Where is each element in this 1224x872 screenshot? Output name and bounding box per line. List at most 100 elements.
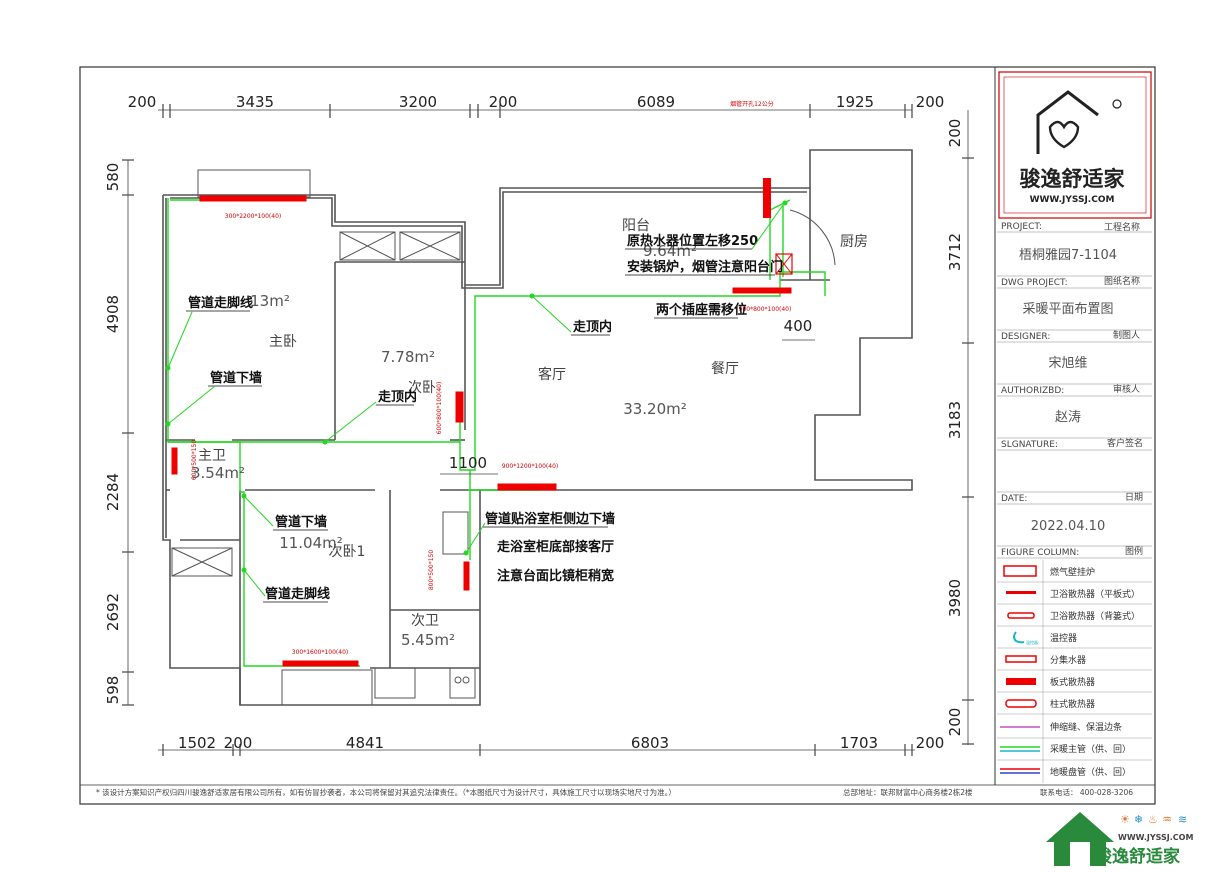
radiator-master xyxy=(199,195,307,202)
dimension-lines xyxy=(127,109,969,751)
flat-towel-rail-legend-icon xyxy=(1006,591,1036,594)
dwg-value: 采暖平面布置图 xyxy=(1022,302,1113,317)
top-note: 烟管开孔12公分 xyxy=(730,100,774,108)
thermostat-legend-icon xyxy=(1013,631,1025,644)
logo-text: 骏逸舒适家 xyxy=(1020,167,1126,191)
signature-sub: 客户签名 xyxy=(1107,437,1143,449)
note-12: 注意台面比镜柜稍宽 xyxy=(497,568,614,584)
date-sub: 日期 xyxy=(1125,492,1143,503)
radiator-label-6: 800*500*150 xyxy=(428,550,435,591)
project-sub: 工程名称 xyxy=(1104,221,1140,233)
dim-bottom-5: 200 xyxy=(916,734,945,752)
legend-item-1: 卫浴散热器（平板式） xyxy=(1050,588,1140,600)
second-bath-area: 5.45m² xyxy=(401,631,455,649)
balcony: 阳台 xyxy=(622,218,650,234)
top-dimensions: 200 3435 3200 200 6089 1925 200 xyxy=(128,93,945,111)
logo-url: WWW.JYSSJ.COM xyxy=(1030,195,1115,205)
living-room: 客厅 xyxy=(538,366,566,383)
dim-bottom-0: 1502 xyxy=(178,734,216,752)
master-bath-area: 3.54m² xyxy=(191,464,245,482)
designer-label: DESIGNER: xyxy=(1001,332,1050,342)
dim-bottom-2: 4841 xyxy=(346,734,384,752)
note-4: 走顶内 xyxy=(573,319,612,335)
legend-item-4: 分集水器 xyxy=(1050,654,1086,666)
note-11: 走浴室柜底部接客厅 xyxy=(497,539,614,555)
dim-left-3: 2692 xyxy=(104,593,122,631)
right-dimensions: 200 3712 3183 3980 200 xyxy=(946,119,964,737)
dim-bottom-3: 6803 xyxy=(631,734,669,752)
house-logo-icon xyxy=(1036,90,1122,154)
dim-right-2: 3183 xyxy=(946,401,964,439)
footer-phone: 联系电话： 400-028-3206 xyxy=(1040,787,1133,797)
dim-bottom-4: 1703 xyxy=(840,734,878,752)
walls xyxy=(162,149,913,706)
radiator-label-1: 300*2200*100(40) xyxy=(225,213,282,220)
radiator-label-4: 300*1600*100(40) xyxy=(292,649,349,656)
dim-right-4: 200 xyxy=(946,708,964,737)
dim-left-0: 580 xyxy=(104,163,122,192)
dim-right-0: 200 xyxy=(946,119,964,148)
date-label: DATE: xyxy=(1001,494,1027,504)
note-3: 走顶内 xyxy=(378,389,417,405)
living-area: 33.20m² xyxy=(623,400,687,418)
author-sub: 审核人 xyxy=(1113,383,1140,395)
dim-top-4: 6089 xyxy=(637,93,675,111)
author-value: 赵涛 xyxy=(1055,409,1081,425)
note-5: 原热水器位置左移250 xyxy=(627,233,758,249)
watermark-drop-icon: ♒ xyxy=(1162,813,1172,826)
note-8: 管道下墙 xyxy=(275,514,327,530)
balcony-area: 9.64m² xyxy=(643,242,697,260)
legend-item-7: 伸缩缝、保温边条 xyxy=(1050,721,1122,733)
note-6: 安装锅炉，烟管注意阳台门 xyxy=(627,259,783,275)
dim-top-0: 200 xyxy=(128,93,157,111)
watermark-house-icon xyxy=(1046,812,1114,866)
legend-symbols: 温控器 xyxy=(1000,565,1040,774)
bedroom1-area: 11.04m² xyxy=(279,534,343,552)
radiator-dining xyxy=(732,287,792,294)
radiators xyxy=(171,195,792,667)
manifold-legend-icon xyxy=(1005,655,1037,663)
note-7: 两个插座需移位 xyxy=(656,302,747,318)
watermark-name: 骏逸舒适家 xyxy=(1095,846,1180,867)
radiator-label-2: 900*800*100(40) xyxy=(739,306,792,313)
note-9: 管道走脚线 xyxy=(265,586,330,602)
designer-value: 宋旭维 xyxy=(1048,356,1087,371)
boiler-legend-icon xyxy=(1003,565,1037,577)
dim-400: 400 xyxy=(784,317,813,335)
date-value: 2022.04.10 xyxy=(1031,519,1105,534)
legend-item-5: 板式散热器 xyxy=(1050,676,1095,688)
dining-room: 餐厅 xyxy=(711,361,739,377)
radiator-label-5: 600*800*100(40) xyxy=(436,382,443,435)
figure-label: FIGURE COLUMN: xyxy=(1001,548,1079,558)
annotations: 管道走脚线 管道下墙 走顶内 走顶内 原热水器位置左移250 安装锅炉，烟管注意… xyxy=(167,204,784,603)
footer-copyright: * 该设计方案知识产权归四川骏逸舒适家居有限公司所有，如有仿冒抄袭者，本公司将保… xyxy=(96,787,676,797)
dim-top-1: 3435 xyxy=(236,93,274,111)
note-2: 管道下墙 xyxy=(210,370,262,386)
second-bath: 次卫 xyxy=(411,613,439,629)
left-dimensions: 580 4908 2284 2692 598 xyxy=(104,163,122,705)
watermark-flame-icon: ♨ xyxy=(1148,813,1158,826)
second-area: 7.78m² xyxy=(381,348,435,366)
dim-left-2: 2284 xyxy=(104,473,122,511)
master-bedroom: 主卧 xyxy=(269,334,297,350)
watermark: ☀ ❄ ♨ ♒ ≋ WWW.JYSSJ.COM 骏逸舒适家 xyxy=(1046,812,1193,867)
watermark-snow-icon: ❄ xyxy=(1134,813,1143,826)
radiator-label-3: 900*1200*100(40) xyxy=(502,463,559,470)
boiler xyxy=(763,178,793,275)
radiator-living xyxy=(497,483,557,491)
dwg-sub: 图纸名称 xyxy=(1104,275,1140,287)
dim-1100: 1100 xyxy=(449,454,487,472)
kitchen: 厨房 xyxy=(840,234,868,250)
designer-sub: 制图人 xyxy=(1113,329,1140,341)
dim-top-3: 200 xyxy=(489,93,518,111)
radiator-second-bath xyxy=(463,561,470,591)
radiator-label-7: 600*500*150 xyxy=(191,440,198,481)
windows xyxy=(171,169,836,706)
radiator-second xyxy=(455,391,464,423)
legend-item-2: 卫浴散热器（背篓式） xyxy=(1050,610,1140,622)
dim-left-1: 4908 xyxy=(104,295,122,333)
radiator-master-bath xyxy=(171,447,178,475)
legend-item-8: 采暖主管（供、回） xyxy=(1050,743,1131,755)
dim-top-5: 1925 xyxy=(836,93,874,111)
